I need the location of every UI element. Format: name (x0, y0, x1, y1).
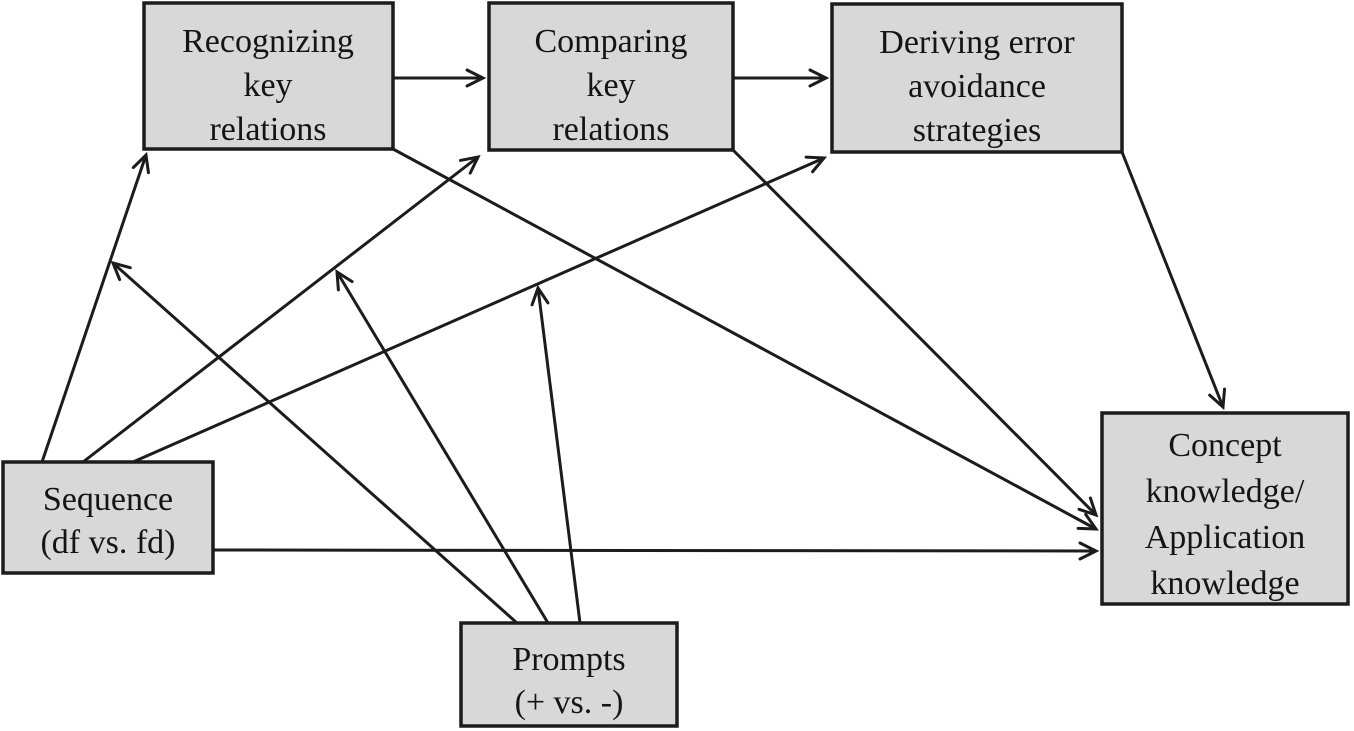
node-label-line: (+ vs. -) (515, 684, 624, 721)
node-label-line: key (586, 67, 635, 104)
node-label-concept-application-knowledge: Concept knowledge/Application knowledge (1145, 427, 1306, 602)
node-box-comparing-key-relations (487, 1, 735, 152)
edge-effect-sequence-to-concept-application-knowledge (212, 541, 1100, 561)
edge-effect-sequence-to-recognizing-key-relations (40, 151, 150, 463)
node-comparing-key-relations: Comparing key relations (487, 1, 735, 152)
edge-effect-recognizing-key-relations-to-concept-application-knowledge (392, 147, 1099, 531)
node-label-line: relations (552, 111, 669, 148)
node-label-line: (df vs. fd) (40, 524, 175, 561)
node-box-recognizing-key-relations (142, 1, 395, 151)
node-prompts: Prompts (+ vs. -) (459, 621, 679, 728)
node-label-comparing-key-relations: Comparing key relations (535, 23, 688, 148)
node-label-line: Deriving error (879, 24, 1075, 61)
node-sequence: Sequence (df vs. fd) (1, 460, 215, 575)
node-recognizing-key-relations: Recognizing key relations (142, 1, 395, 151)
edges-layer (40, 68, 1227, 625)
edge-moderation-prompts-to-path-sequence-to-comparing (335, 269, 550, 624)
node-deriving-error-avoidance-strategies: Deriving error avoidance strategies (830, 2, 1124, 154)
node-label-line: knowledge (1150, 565, 1299, 602)
node-concept-application-knowledge: Concept knowledge/Application knowledge (1100, 411, 1350, 606)
node-label-line: Prompts (512, 641, 625, 678)
node-label-line: strategies (913, 112, 1041, 149)
node-label-prompts: Prompts (+ vs. -) (512, 641, 625, 721)
node-label-line: Concept (1168, 427, 1282, 464)
node-box-sequence (1, 460, 215, 575)
node-label-recognizing-key-relations: Recognizing key relations (182, 23, 354, 148)
edge-effect-sequence-to-comparing-key-relations (82, 154, 481, 464)
node-label-line: knowledge/ (1146, 473, 1305, 510)
node-label-deriving-error-avoidance-strategies: Deriving error avoidance strategies (879, 24, 1075, 149)
node-label-sequence: Sequence (df vs. fd) (40, 481, 175, 561)
edge-moderation-prompts-to-path-sequence-to-deriving (530, 284, 582, 624)
edge-effect-deriving-error-avoidance-strategies-to-concept-application-knowledge (1120, 151, 1227, 411)
node-label-line: relations (209, 111, 326, 148)
node-box-concept-application-knowledge (1100, 411, 1350, 606)
edge-moderation-prompts-to-path-sequence-to-recognizing (110, 260, 518, 625)
edge-effect-comparing-key-relations-to-concept-application-knowledge (731, 148, 1099, 518)
node-label-line: Sequence (43, 481, 173, 518)
edge-effect-sequence-to-deriving-error-avoidance-strategies (132, 155, 828, 464)
node-box-prompts (459, 621, 679, 728)
node-box-deriving-error-avoidance-strategies (830, 2, 1124, 154)
node-label-line: Comparing (535, 23, 688, 60)
node-label-line: Application (1145, 519, 1306, 556)
node-label-line: key (243, 67, 292, 104)
node-label-line: avoidance (908, 68, 1046, 105)
node-label-line: Recognizing (182, 23, 354, 60)
